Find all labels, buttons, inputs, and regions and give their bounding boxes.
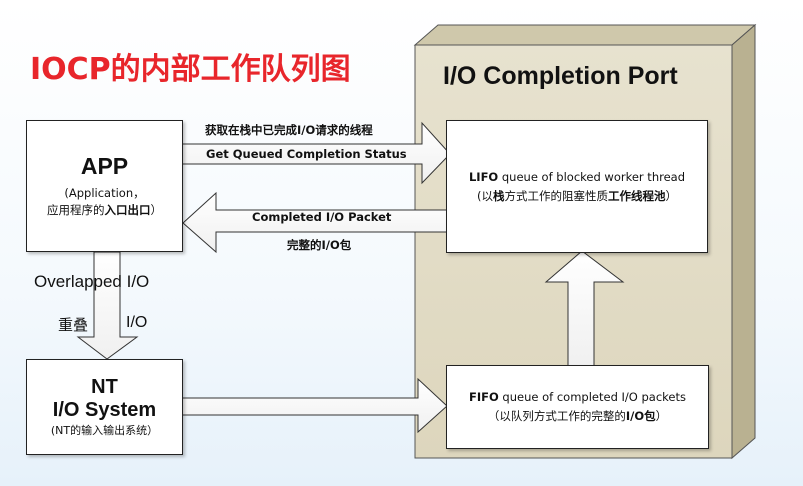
app-name: APP [80,153,129,179]
fifo-to-lifo-arrow [544,250,625,367]
app-box: APP (Application， 应用程序的入口出口） [26,120,183,252]
nt-line1: NT [91,375,118,398]
port-side-face [731,23,756,460]
fifo-line2: （以队列方式工作的完整的I/O包） [488,407,667,426]
lifo-label: LIFO [468,169,499,184]
completion-port-title: I/O Completion Port [443,62,678,90]
nt-to-fifo-arrow [181,377,448,434]
app-desc-line2: 应用程序的入口出口） [47,202,162,219]
fifo-label: FIFO [469,390,499,404]
get-status-label-en: Get Queued Completion Status [206,147,407,161]
get-status-arrow [181,121,451,185]
lifo-cn-stack: 栈 [493,188,505,203]
fifo-cn-a: （以队列方式工作的完整的 [487,409,626,423]
nt-io-system-box: NT I/O System (NT的输入输出系统） [26,359,183,455]
fifo-queue-box: FIFO queue of completed I/O packets （以队列… [446,365,709,449]
app-desc-suffix: ） [150,203,163,217]
nt-line2: I/O System [52,398,157,421]
app-desc-bold: 入口出口 [104,203,151,217]
lifo-cn-e: ） [665,188,678,203]
overlapped-io-label: Overlapped I/O [34,272,150,291]
lifo-desc: queue of blocked worker thread [498,169,686,184]
port-top-face [413,24,757,46]
page-title: IOCP的内部工作队列图 [30,52,351,87]
lifo-cn-a: (以 [477,188,493,203]
lifo-cn-c: 方式工作的阻塞性质 [504,188,609,203]
get-status-label-cn: 获取在栈中已完成I/O请求的线程 [205,123,373,137]
lifo-cn-pool: 工作线程池 [608,188,666,203]
fifo-cn-packet: I/O包 [625,409,656,423]
lifo-queue-box: LIFO queue of blocked worker thread (以栈方… [446,120,708,253]
nt-line3: (NT的输入输出系统） [50,423,159,437]
overlap-cn-label: 重叠 [58,316,89,334]
completed-packet-label-en: Completed I/O Packet [252,210,392,224]
overlapped-io-arrow [76,251,139,360]
fifo-cn-c: ） [655,409,668,423]
fifo-desc: queue of completed I/O packets [498,390,686,404]
lifo-line1: LIFO queue of blocked worker thread [469,168,685,187]
fifo-line1: FIFO queue of completed I/O packets [469,388,686,407]
lifo-line2: (以栈方式工作的阻塞性质工作线程池） [477,187,677,206]
io-label: I/O [126,314,148,331]
app-desc-prefix: 应用程序的 [47,203,105,217]
completed-packet-label-cn: 完整的I/O包 [287,238,352,252]
app-desc-line1: (Application， [64,186,145,200]
completed-packet-arrow [182,191,448,254]
